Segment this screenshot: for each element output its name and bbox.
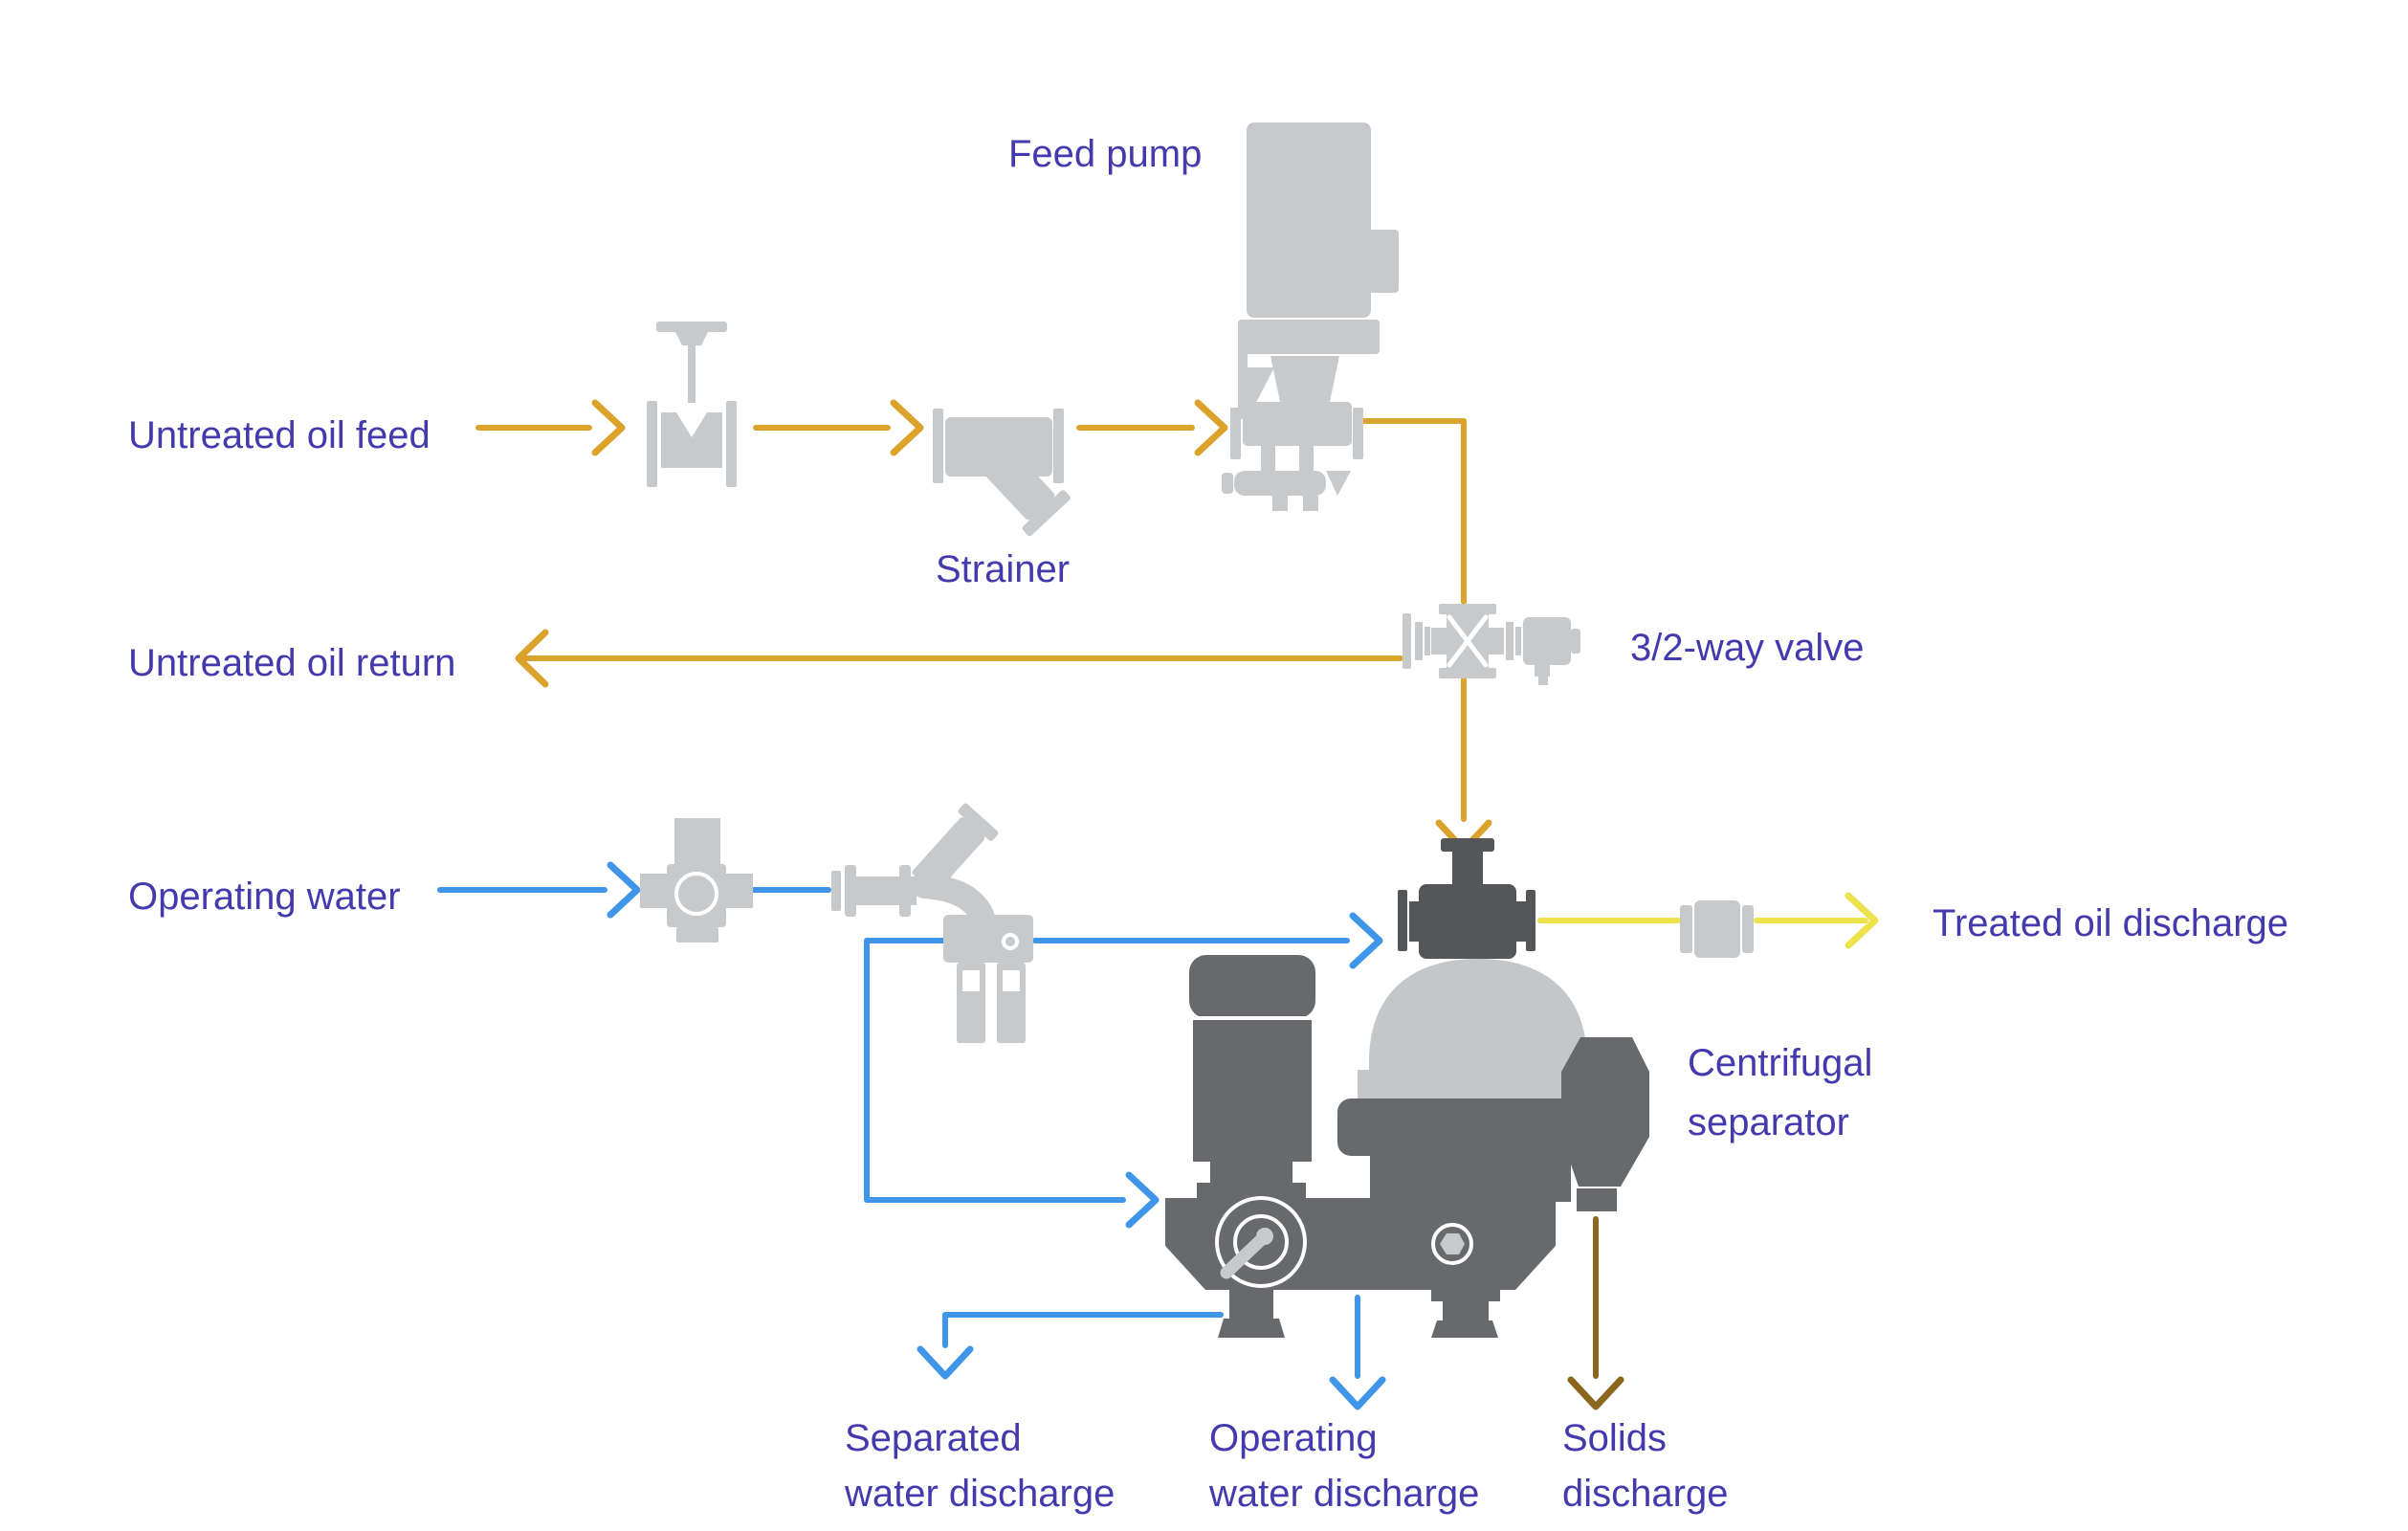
water-valve-icon bbox=[640, 818, 753, 943]
separated-water-discharge-label-line2: water discharge bbox=[845, 1473, 1116, 1515]
gate-valve-icon bbox=[647, 322, 737, 487]
centrifugal-separator-icon bbox=[1165, 955, 1649, 1338]
operating-water-label: Operating water bbox=[128, 876, 401, 918]
arrow-down-icon bbox=[1329, 1376, 1386, 1410]
separated-water-line bbox=[942, 1312, 1224, 1348]
strainer-icon bbox=[933, 409, 1071, 537]
water-strainer-solenoid-icon bbox=[831, 803, 1033, 1043]
operating-water-discharge-label: Operating water discharge bbox=[1209, 1410, 1479, 1521]
pump-outlet-line bbox=[1357, 418, 1467, 605]
three-two-way-valve-icon bbox=[1403, 604, 1580, 685]
water-to-separator-frame-line bbox=[864, 938, 1126, 1203]
arrow-right-icon bbox=[1194, 399, 1228, 456]
pipe-coupling-icon bbox=[1680, 900, 1754, 958]
separated-water-discharge-label: Separated water discharge bbox=[845, 1410, 1115, 1521]
solids-discharge-label-line2: discharge bbox=[1562, 1473, 1729, 1515]
arrow-right-icon bbox=[890, 399, 924, 456]
operating-water-discharge-label-line2: water discharge bbox=[1209, 1473, 1480, 1515]
arrow-right-icon bbox=[607, 861, 641, 919]
separator-inlet-valve-icon bbox=[1398, 838, 1535, 959]
treated-oil-discharge-label: Treated oil discharge bbox=[1933, 902, 2289, 944]
operating-water-discharge-label-line1: Operating bbox=[1209, 1417, 1378, 1459]
feed-pump-icon bbox=[1222, 122, 1399, 511]
centrifugal-separator-label-line1: Centrifugal bbox=[1688, 1042, 1873, 1084]
centrifugal-separator-label-line2: separator bbox=[1688, 1101, 1849, 1143]
arrow-right-icon bbox=[591, 399, 626, 456]
centrifugal-separator-label: Centrifugal separator bbox=[1688, 1033, 1872, 1152]
untreated-oil-return-label: Untreated oil return bbox=[128, 642, 456, 684]
feed-pump-label: Feed pump bbox=[1008, 133, 1203, 175]
solids-discharge-label: Solids discharge bbox=[1562, 1410, 1728, 1521]
arrow-down-icon bbox=[1567, 1376, 1624, 1410]
three-two-way-valve-label: 3/2-way valve bbox=[1630, 627, 1865, 669]
arrow-left-icon bbox=[515, 629, 549, 688]
arrow-right-icon bbox=[1125, 1171, 1160, 1229]
separated-water-discharge-label-line1: Separated bbox=[845, 1417, 1022, 1459]
solids-discharge-label-line1: Solids bbox=[1562, 1417, 1667, 1459]
arrow-down-icon bbox=[917, 1345, 974, 1380]
arrow-right-icon bbox=[1845, 892, 1879, 949]
arrow-right-icon bbox=[1349, 912, 1383, 969]
strainer-label: Strainer bbox=[936, 548, 1071, 590]
untreated-oil-feed-label: Untreated oil feed bbox=[128, 414, 431, 456]
